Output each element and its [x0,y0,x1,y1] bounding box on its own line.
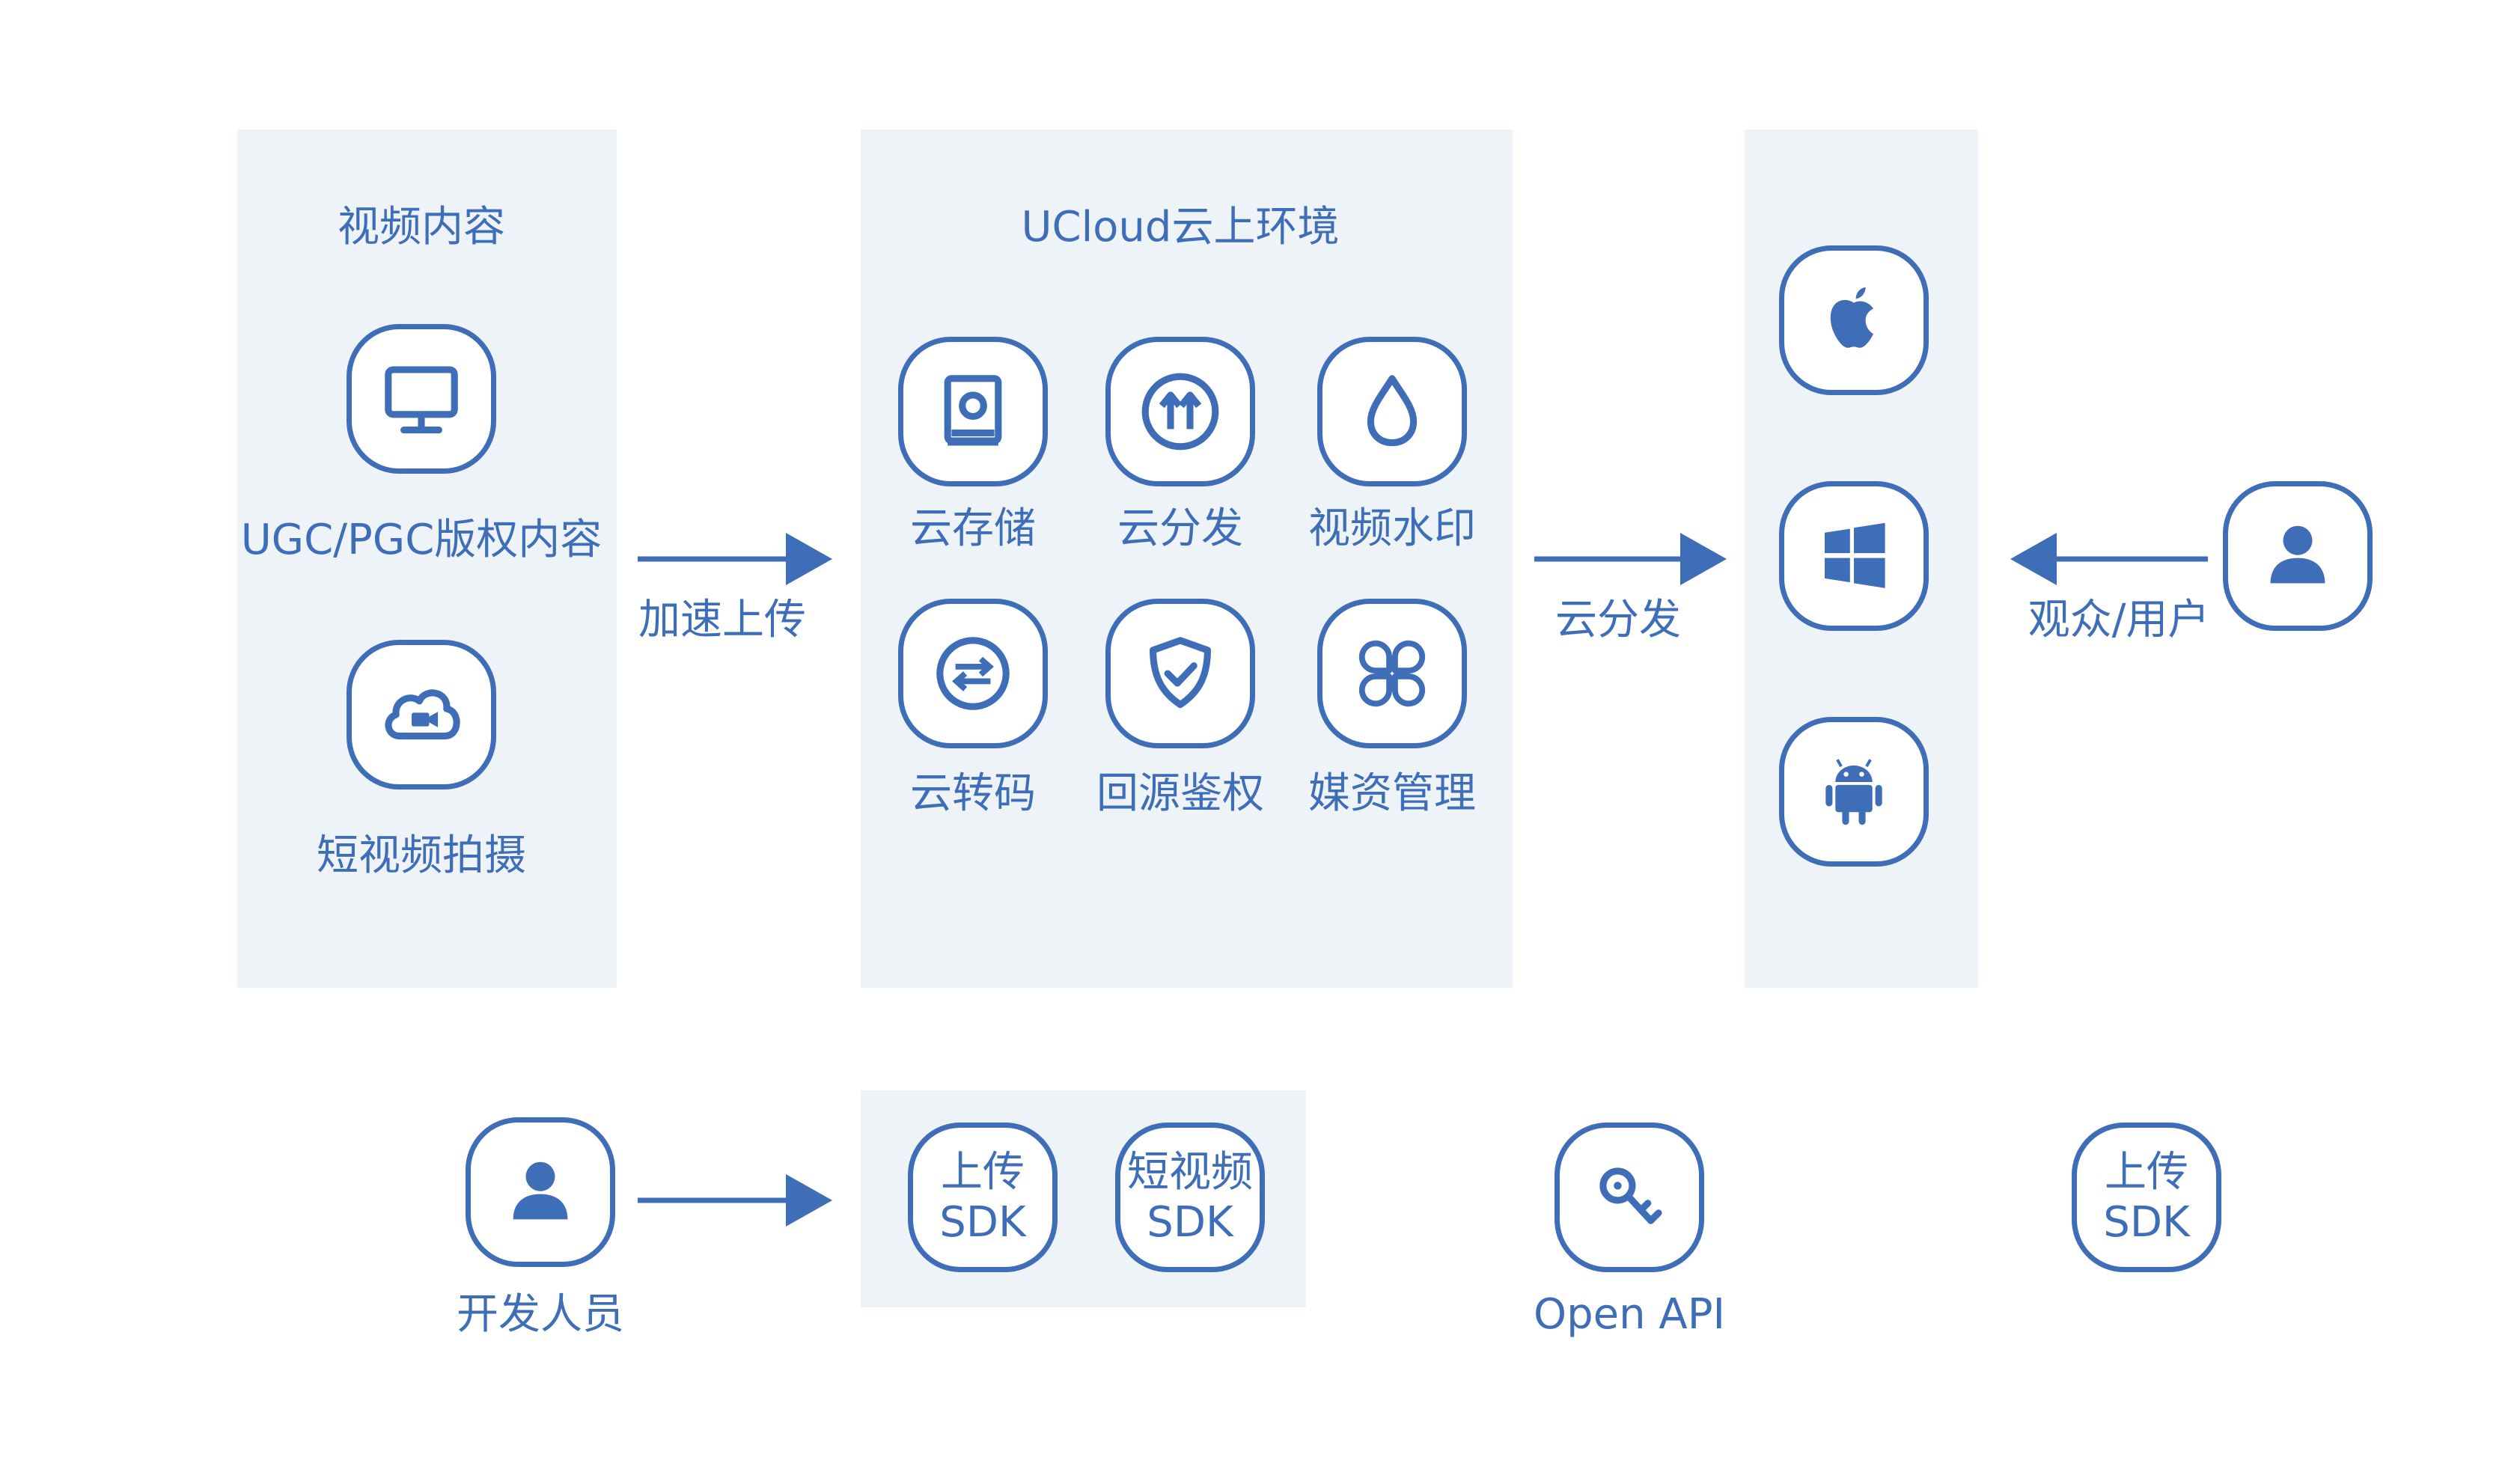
platform-tile-windows[interactable] [1779,481,1929,631]
ugc-pgc-label: UGC/PGC版权内容 [240,516,602,564]
standalone-upload-sdk-tile[interactable]: 上传 SDK [2072,1123,2221,1272]
accelerated-upload-label: 加速上传 [638,596,806,644]
viewer-tile[interactable] [2223,481,2373,631]
upload-sdk-line1: 上传 [941,1147,1025,1197]
video-content-panel [237,129,617,988]
monitor-icon [385,366,458,434]
service-tile-auth[interactable] [1105,599,1255,748]
upload-arrows-icon [1141,373,1219,451]
cloud-distribution-label: 云分发 [1555,596,1681,644]
service-label-storage: 云存储 [910,504,1036,553]
service-tile-storage[interactable] [898,337,1048,486]
short-video-tile[interactable] [347,640,496,789]
android-icon [1825,759,1882,825]
upload-sdk-line2: SDK [939,1198,1026,1247]
platform-tile-ios[interactable] [1779,245,1929,395]
service-tile-transcode[interactable] [898,599,1048,748]
developer-tile[interactable] [466,1117,615,1267]
water-drop-icon [1367,375,1418,447]
service-label-distribution: 云分发 [1117,504,1243,553]
video-content-title: 视频内容 [338,203,505,251]
clover-icon [1358,640,1426,707]
service-label-watermark: 视频水印 [1308,504,1476,553]
transcode-icon [936,637,1010,710]
shield-check-icon [1150,637,1211,709]
ugc-pgc-tile[interactable] [347,324,496,474]
arrow-developer [638,1174,832,1227]
arrow-distribute [1534,533,1727,585]
storage-icon [944,375,1002,446]
service-label-transcode: 云转码 [910,769,1036,818]
standalone-sdk-line2: SDK [2103,1198,2190,1247]
service-tile-media[interactable] [1317,599,1467,748]
platform-tile-android[interactable] [1779,717,1929,867]
standalone-sdk-line1: 上传 [2105,1147,2188,1197]
apple-icon [1830,287,1873,348]
open-api-label: Open API [1534,1290,1725,1339]
service-label-auth: 回源鉴权 [1096,769,1264,818]
user-icon [513,1161,568,1220]
arrow-viewer [2010,533,2208,585]
short-video-sdk-line2: SDK [1147,1198,1233,1247]
ucloud-title: UCloud云上环境 [1021,203,1340,251]
key-icon [1599,1167,1662,1224]
viewer-label: 观众/用户 [2028,596,2210,644]
developer-label: 开发人员 [457,1290,624,1339]
short-video-label: 短视频拍摄 [317,831,526,880]
service-label-media: 媒资管理 [1308,769,1476,818]
short-video-sdk-tile[interactable]: 短视频 SDK [1115,1123,1265,1272]
arrow-upload [638,533,832,585]
service-tile-watermark[interactable] [1317,337,1467,486]
upload-sdk-tile[interactable]: 上传 SDK [908,1123,1058,1272]
short-video-sdk-line1: 短视频 [1127,1147,1253,1197]
ucloud-panel [861,129,1513,988]
service-tile-distribution[interactable] [1105,337,1255,486]
windows-icon [1825,522,1885,588]
cloud-camera-icon [385,689,460,740]
user-icon [2270,525,2325,584]
open-api-tile[interactable] [1555,1123,1704,1272]
